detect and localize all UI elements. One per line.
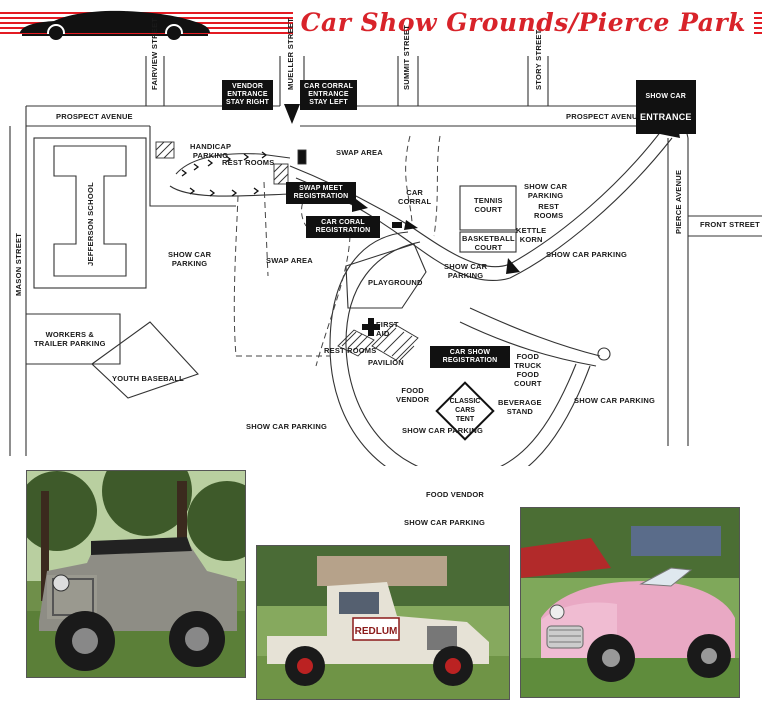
- label-workers-trailer-parking: WORKERS & TRAILER PARKING: [34, 330, 106, 348]
- label-show-car-parking-mid: SHOW CAR PARKING: [444, 262, 488, 280]
- label-show-car-parking-far-right: SHOW CAR PARKING: [574, 396, 655, 405]
- photo-pink-roadster: [520, 507, 740, 698]
- street-label-fairview: FAIRVIEW STREET: [150, 17, 159, 90]
- label-playground: PLAYGROUND: [368, 278, 423, 287]
- label-food-vendor-bottom: FOOD VENDOR: [426, 490, 485, 499]
- label-jefferson-school: JEFFERSON SCHOOL: [86, 182, 95, 266]
- label-first-aid: FIRST AID: [376, 320, 399, 338]
- label-pavilion: PAVILION: [368, 358, 404, 367]
- label-car-corral: CAR CORRAL: [398, 188, 432, 206]
- label-youth-baseball: YOUTH BASEBALL: [112, 374, 184, 383]
- label-classic-cars-tent: CLASSIC CARS TENT: [449, 398, 481, 423]
- label-tennis-court: TENNIS COURT: [474, 196, 503, 214]
- label-basketball-court: BASKETBALL COURT: [462, 234, 515, 252]
- park-map: FAIRVIEW STREET MUELLER STREET SUMMIT ST…: [0, 18, 762, 499]
- photo-truck-sign-text: REDLUM: [355, 626, 398, 637]
- street-label-mueller: MUELLER STREET: [286, 17, 295, 90]
- photo-white-pickup-truck: REDLUM: [256, 545, 510, 700]
- label-show-car-parking-lower-left: SHOW CAR PARKING: [246, 422, 327, 431]
- street-label-pierce: PIERCE AVENUE: [674, 169, 683, 234]
- car-coral-registration-sign: CAR CORAL REGISTRATION: [306, 216, 380, 238]
- label-show-car-parking-top-right: SHOW CAR PARKING: [524, 182, 568, 200]
- label-beverage-stand: BEVERAGE STAND: [498, 398, 542, 416]
- photo-model-a-touring: [26, 470, 246, 678]
- car-corral-entrance-sign: CAR CORRAL ENTRANCE STAY LEFT: [300, 80, 358, 110]
- show-car-entrance-sign: SHOW CAR ENTRANCE: [636, 80, 696, 134]
- page-header: Car Show Grounds/Pierce Park: [0, 0, 762, 46]
- street-label-prospect-right: PROSPECT AVENUE: [566, 112, 643, 121]
- street-label-prospect-left: PROSPECT AVENUE: [56, 112, 133, 121]
- label-show-car-parking-bottom: SHOW CAR PARKING: [404, 518, 485, 527]
- label-swap-area-top: SWAP AREA: [336, 148, 383, 157]
- label-handicap-parking: HANDICAP PARKING: [190, 142, 232, 160]
- label-show-car-parking-left: SHOW CAR PARKING: [168, 250, 212, 268]
- label-swap-area-mid: SWAP AREA: [266, 256, 313, 265]
- car-show-registration-sign: CAR SHOW REGISTRATION: [430, 346, 510, 368]
- label-show-car-parking-lower-mid: SHOW CAR PARKING: [402, 426, 483, 435]
- street-label-mason: MASON STREET: [14, 232, 23, 296]
- street-label-story: STORY STREET: [534, 29, 543, 90]
- street-label-front: FRONT STREET: [700, 220, 760, 229]
- label-rest-rooms-mid: REST ROOMS: [324, 346, 377, 355]
- street-label-summit: SUMMIT STREET: [402, 24, 411, 90]
- swap-meet-registration-sign: SWAP MEET REGISTRATION: [286, 182, 356, 204]
- page-title: Car Show Grounds/Pierce Park: [292, 6, 754, 40]
- label-rest-rooms-right: REST ROOMS: [534, 202, 564, 220]
- label-show-car-parking-right: SHOW CAR PARKING: [546, 250, 627, 259]
- label-rest-rooms-top: REST ROOMS: [222, 158, 275, 167]
- label-kettle-korn: KETTLE KORN: [516, 226, 547, 244]
- first-aid-icon: [362, 318, 380, 336]
- roadster-silhouette-icon: [20, 10, 210, 42]
- label-food-vendor-mid: FOOD VENDOR: [396, 386, 430, 404]
- vendor-entrance-sign: VENDOR ENTRANCE STAY RIGHT: [222, 80, 274, 110]
- label-food-truck-court: FOOD TRUCK FOOD COURT: [514, 352, 542, 388]
